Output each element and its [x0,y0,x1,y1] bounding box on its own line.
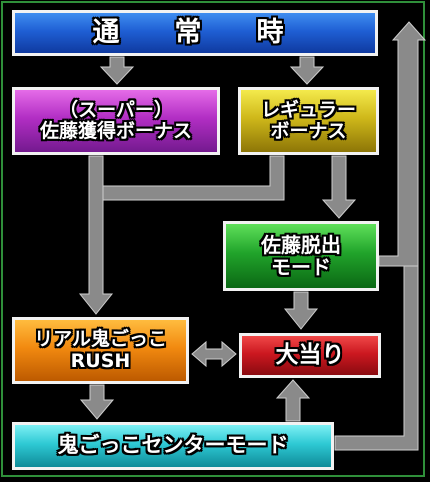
node-rush-label-line2: RUSH [70,349,131,372]
node-normal: 通 常 時 [12,10,378,56]
node-super-bonus-label-line1: （スーパー） [59,98,173,121]
node-jackpot-label: 大当り [275,341,345,368]
node-normal-label: 通 常 時 [92,16,298,48]
arrow-center-to-normal [334,265,419,451]
arrow-regular-bonus-merge [102,155,285,201]
arrow-rush-to-center [79,384,115,420]
arrow-escape-to-normal [378,21,427,267]
node-regular-bonus: レギュラー ボーナス [238,87,379,155]
node-escape-mode: 佐藤脱出 モード [223,221,379,291]
arrow-normal-to-regular-bonus [289,56,325,85]
node-rush-label-line1: リアル鬼ごっこ [34,328,167,351]
node-rush: リアル鬼ごっこ RUSH [12,317,189,384]
node-jackpot: 大当り [239,333,381,378]
node-super-bonus: （スーパー） 佐藤獲得ボーナス [12,87,220,155]
node-center-mode-label: 鬼ごっこセンターモード [57,433,289,458]
node-super-bonus-label-line2: 佐藤獲得ボーナス [39,120,192,142]
node-center-mode: 鬼ごっこセンターモード [12,422,334,470]
node-escape-mode-label-line2: モード [271,255,331,279]
node-regular-bonus-label-line1: レギュラー [260,98,356,121]
arrow-normal-to-super-bonus [99,56,135,85]
diagram-frame [1,1,425,477]
arrow-center-to-jackpot [275,379,311,422]
arrow-regular-bonus-to-escape [321,155,357,219]
node-escape-mode-label-line1: 佐藤脱出 [261,232,341,257]
arrow-rush-jackpot-bidirectional [191,340,237,368]
arrow-super-bonus-to-rush [78,155,114,315]
node-regular-bonus-label-line2: ボーナス [270,120,347,142]
arrow-escape-to-jackpot [283,291,319,330]
